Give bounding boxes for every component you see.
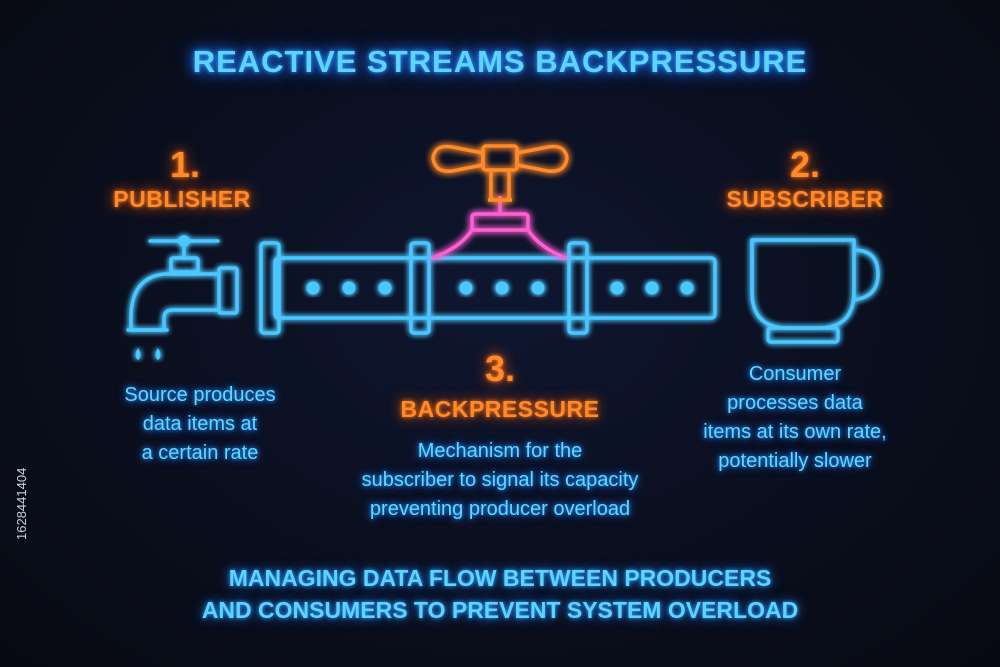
data-flow-dots [306,281,694,295]
page-title: REACTIVE STREAMS BACKPRESSURE [192,44,808,79]
subscriber-desc-line: potentially slower [718,450,872,472]
side-image-id: 1628441404 [14,467,29,540]
publisher-label: PUBLISHER [113,186,251,212]
publisher-description: Source produces data items at a certain … [80,381,320,468]
footer-caption: MANAGING DATA FLOW BETWEEN PRODUCERS AND… [0,562,1000,626]
backpressure-description: Mechanism for the subscriber to signal i… [330,437,670,524]
footer-line: MANAGING DATA FLOW BETWEEN PRODUCERS [228,565,772,591]
backpressure-desc-line: preventing producer overload [369,498,631,520]
water-drops [135,348,161,360]
backpressure-number: 3. [484,348,516,389]
publisher-desc-line: data items at [142,413,258,435]
publisher-desc-line: Source produces [124,384,276,406]
backpressure-desc-line: subscriber to signal its capacity [361,469,639,491]
subscriber-label: SUBSCRIBER [726,186,884,212]
valve-body [431,196,567,260]
valve-handle-icon [431,144,569,202]
subscriber-description: Consumer processes data items at its own… [680,360,910,476]
backpressure-label: BACKPRESSURE [400,396,600,422]
pipe-icon [259,241,717,335]
subscriber-desc-line: items at its own rate, [703,421,887,443]
publisher-desc-line: a certain rate [141,442,259,464]
cup-icon [750,238,880,344]
subscriber-number: 2. [789,144,821,185]
water-tap-icon [126,235,239,332]
publisher-number: 1. [169,144,201,185]
backpressure-desc-line: Mechanism for the [417,440,583,462]
subscriber-desc-line: Consumer [748,363,842,385]
footer-line: AND CONSUMERS TO PREVENT SYSTEM OVERLOAD [201,597,799,623]
subscriber-desc-line: processes data [727,392,863,414]
